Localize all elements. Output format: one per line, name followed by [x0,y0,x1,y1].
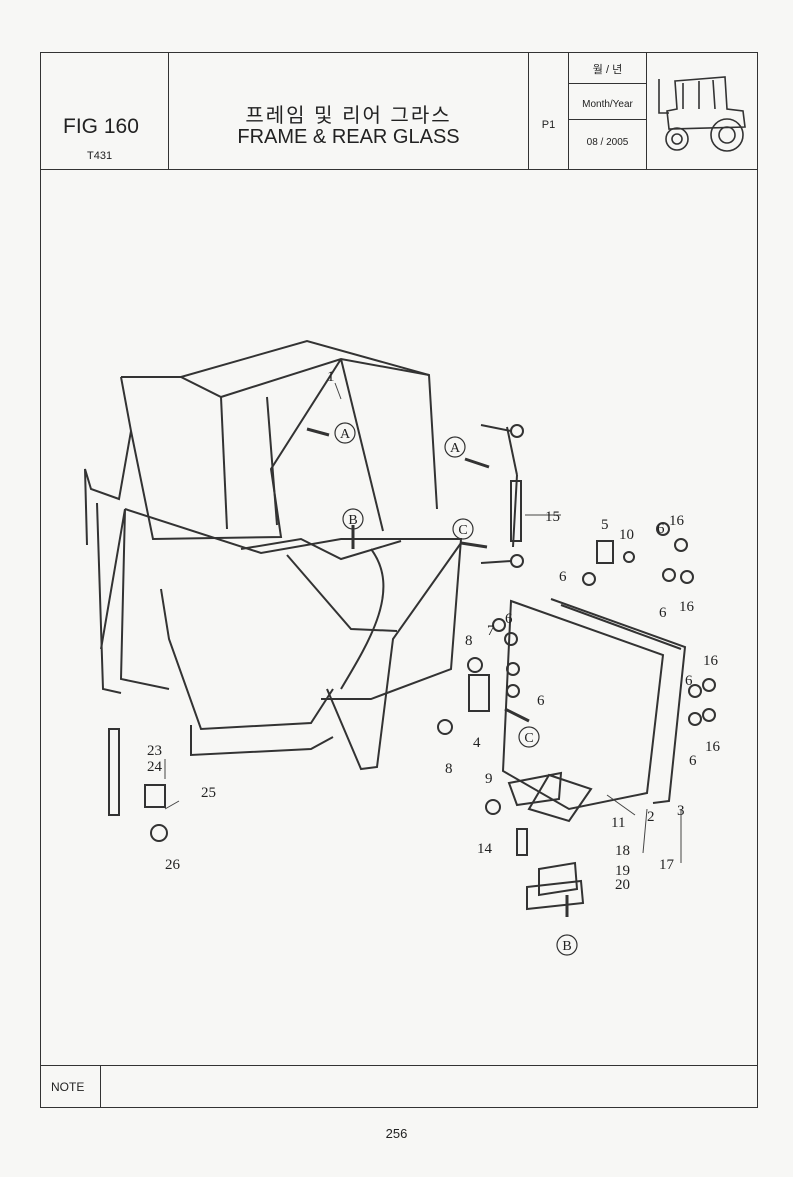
callout-label: 4 [473,735,481,751]
note-cell: NOTE [41,1066,101,1108]
marker-b: B [348,513,357,528]
marker-c: C [458,523,467,538]
callout-label: 17 [659,857,675,873]
callout-numbers: 1 2 3 4 5 6 6 6 6 6 6 6 7 8 8 9 10 11 14… [147,369,721,893]
callout-label: 16 [705,739,721,755]
cab-frame [84,339,463,771]
callout-label: 1 [327,369,335,385]
tractor-cab-icon [658,76,746,152]
callout-label: 6 [559,569,567,585]
callout-label: 16 [669,513,685,529]
note-row: NOTE [41,1065,757,1108]
callout-label: 20 [615,877,630,893]
diagram-canvas: 1 2 3 4 5 6 6 6 6 6 6 6 7 8 8 9 10 11 14… [84,339,721,956]
washers [437,522,716,815]
callout-label: 8 [445,761,453,777]
reference-markers: A A B B C C [334,422,578,956]
callout-label: 18 [615,843,630,859]
marker-b: B [562,939,571,954]
date-label-english: Month/Year [582,99,633,110]
callout-label: 25 [201,785,216,801]
reference-arrows [306,427,569,917]
title-cell: 프레임 및 리어 그라스 FRAME & REAR GLASS [169,53,529,169]
marker-c: C [524,731,533,746]
latch-parts [507,771,593,911]
callout-label: 6 [657,521,665,537]
model-code: T431 [87,150,113,162]
callout-label: 6 [659,605,667,621]
note-label: NOTE [51,1080,85,1094]
page-code: P1 [541,119,556,131]
date-label-korean: 월 / 년 [592,64,623,76]
callout-label: 6 [689,753,697,769]
fig-cell: FIG 160 T431 [41,53,169,169]
callout-label: 9 [485,771,493,787]
page-code-cell: P1 [529,53,569,169]
callout-label: 6 [505,611,513,627]
date-value: 08 / 2005 [586,137,629,148]
date-cell: 월 / 년 Month/Year 08 / 2005 [569,53,647,169]
title-korean: 프레임 및 리어 그라스 [245,105,452,127]
marker-a: A [340,427,351,442]
callout-label: 10 [619,527,634,543]
callout-label: 5 [601,517,609,533]
exploded-diagram: 1 2 3 4 5 6 6 6 6 6 6 6 7 8 8 9 10 11 14… [41,169,757,1069]
callout-label: 8 [465,633,473,649]
page-number: 256 [385,1126,408,1141]
callout-label: 2 [647,809,655,825]
catalog-sheet: FIG 160 T431 프레임 및 리어 그라스 FRAME & REAR G… [40,52,758,1108]
callout-label: 6 [537,693,545,709]
callout-label: 16 [703,653,719,669]
callout-label: 16 [679,599,695,615]
callout-label: 15 [545,509,560,525]
callout-label: 19 [615,863,630,879]
fig-number: FIG 160 [63,115,139,138]
callout-label: 14 [477,841,493,857]
callout-label: 3 [677,803,685,819]
callout-label: 24 [147,759,163,775]
hinge-parts [468,540,635,712]
callout-label: 7 [487,623,495,639]
rear-glass-panel [501,598,687,811]
callout-label: 26 [165,857,181,873]
fixing-parts [108,728,528,856]
callout-label: 11 [611,815,625,831]
gas-strut [480,424,524,568]
marker-a: A [450,441,461,456]
callout-label: 23 [147,743,162,759]
tractor-cell [647,53,757,169]
header-bar: FIG 160 T431 프레임 및 리어 그라스 FRAME & REAR G… [41,53,757,170]
title-english: FRAME & REAR GLASS [237,126,460,148]
callout-label: 6 [685,673,693,689]
